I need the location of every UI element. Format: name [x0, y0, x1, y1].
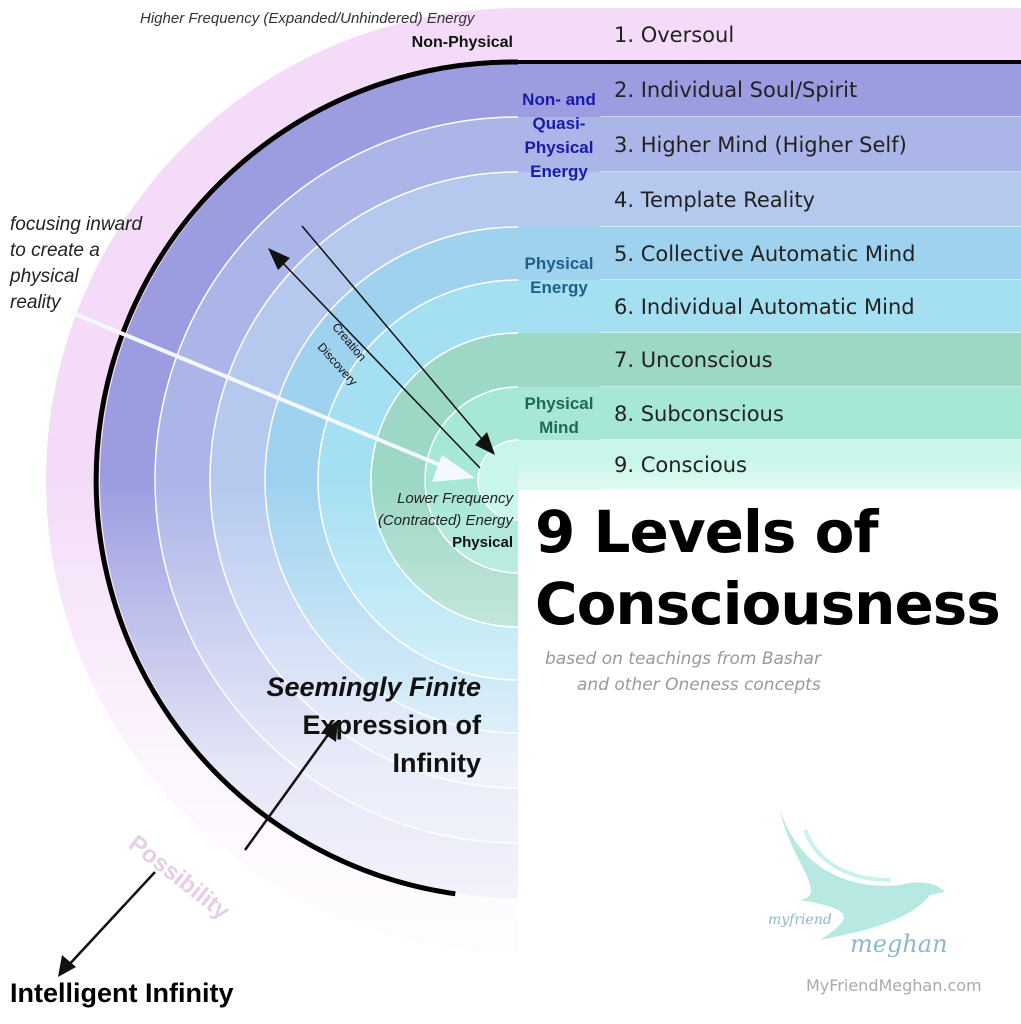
top-label: Higher Frequency (Expanded/Unhindered) E…	[140, 10, 475, 27]
top-sublabel: Non-Physical	[411, 34, 513, 51]
level-8: 8. Subconscious	[614, 401, 784, 426]
focus-arrow	[69, 310, 441, 467]
row-bg-level-8	[518, 387, 1021, 440]
level-5: 5. Collective Automatic Mind	[614, 241, 916, 266]
logo-url: MyFriendMeghan.com	[806, 976, 982, 995]
row-bg-level-3	[518, 117, 1021, 172]
row-bg-level-7	[518, 333, 1021, 387]
focus-arrowhead	[432, 455, 475, 482]
row-bg-level-5	[518, 227, 1021, 280]
intelligent-infinity-label: Intelligent Infinity	[10, 978, 234, 1008]
bottom-label: Lower Frequency(Contracted) Energy Physi…	[377, 490, 513, 551]
level-1: 1. Oversoul	[614, 23, 735, 47]
expression-arrow	[243, 731, 332, 851]
creation-arrowhead	[475, 432, 495, 455]
infinity-arrow	[65, 871, 156, 969]
level-4: 4. Template Reality	[614, 187, 815, 212]
row-bg-level-2	[518, 62, 1021, 117]
bird-logo-icon	[780, 810, 945, 940]
row-bg-level-4	[518, 172, 1021, 227]
level-3: 3. Higher Mind (Higher Self)	[614, 132, 907, 157]
level-6: 6. Individual Automatic Mind	[614, 294, 915, 319]
creation-arrow	[301, 225, 488, 446]
level-2: 2. Individual Soul/Spirit	[614, 77, 858, 102]
logo: myfriend meghan MyFriendMeghan.com	[760, 800, 1021, 1000]
row-bg-level-6	[518, 280, 1021, 333]
level-9: 9. Conscious	[614, 453, 747, 477]
level-7: 7. Unconscious	[614, 348, 773, 372]
row-bg-level-1	[518, 8, 1021, 62]
discovery-arrow	[277, 257, 481, 469]
discovery-arrowhead	[268, 248, 290, 270]
